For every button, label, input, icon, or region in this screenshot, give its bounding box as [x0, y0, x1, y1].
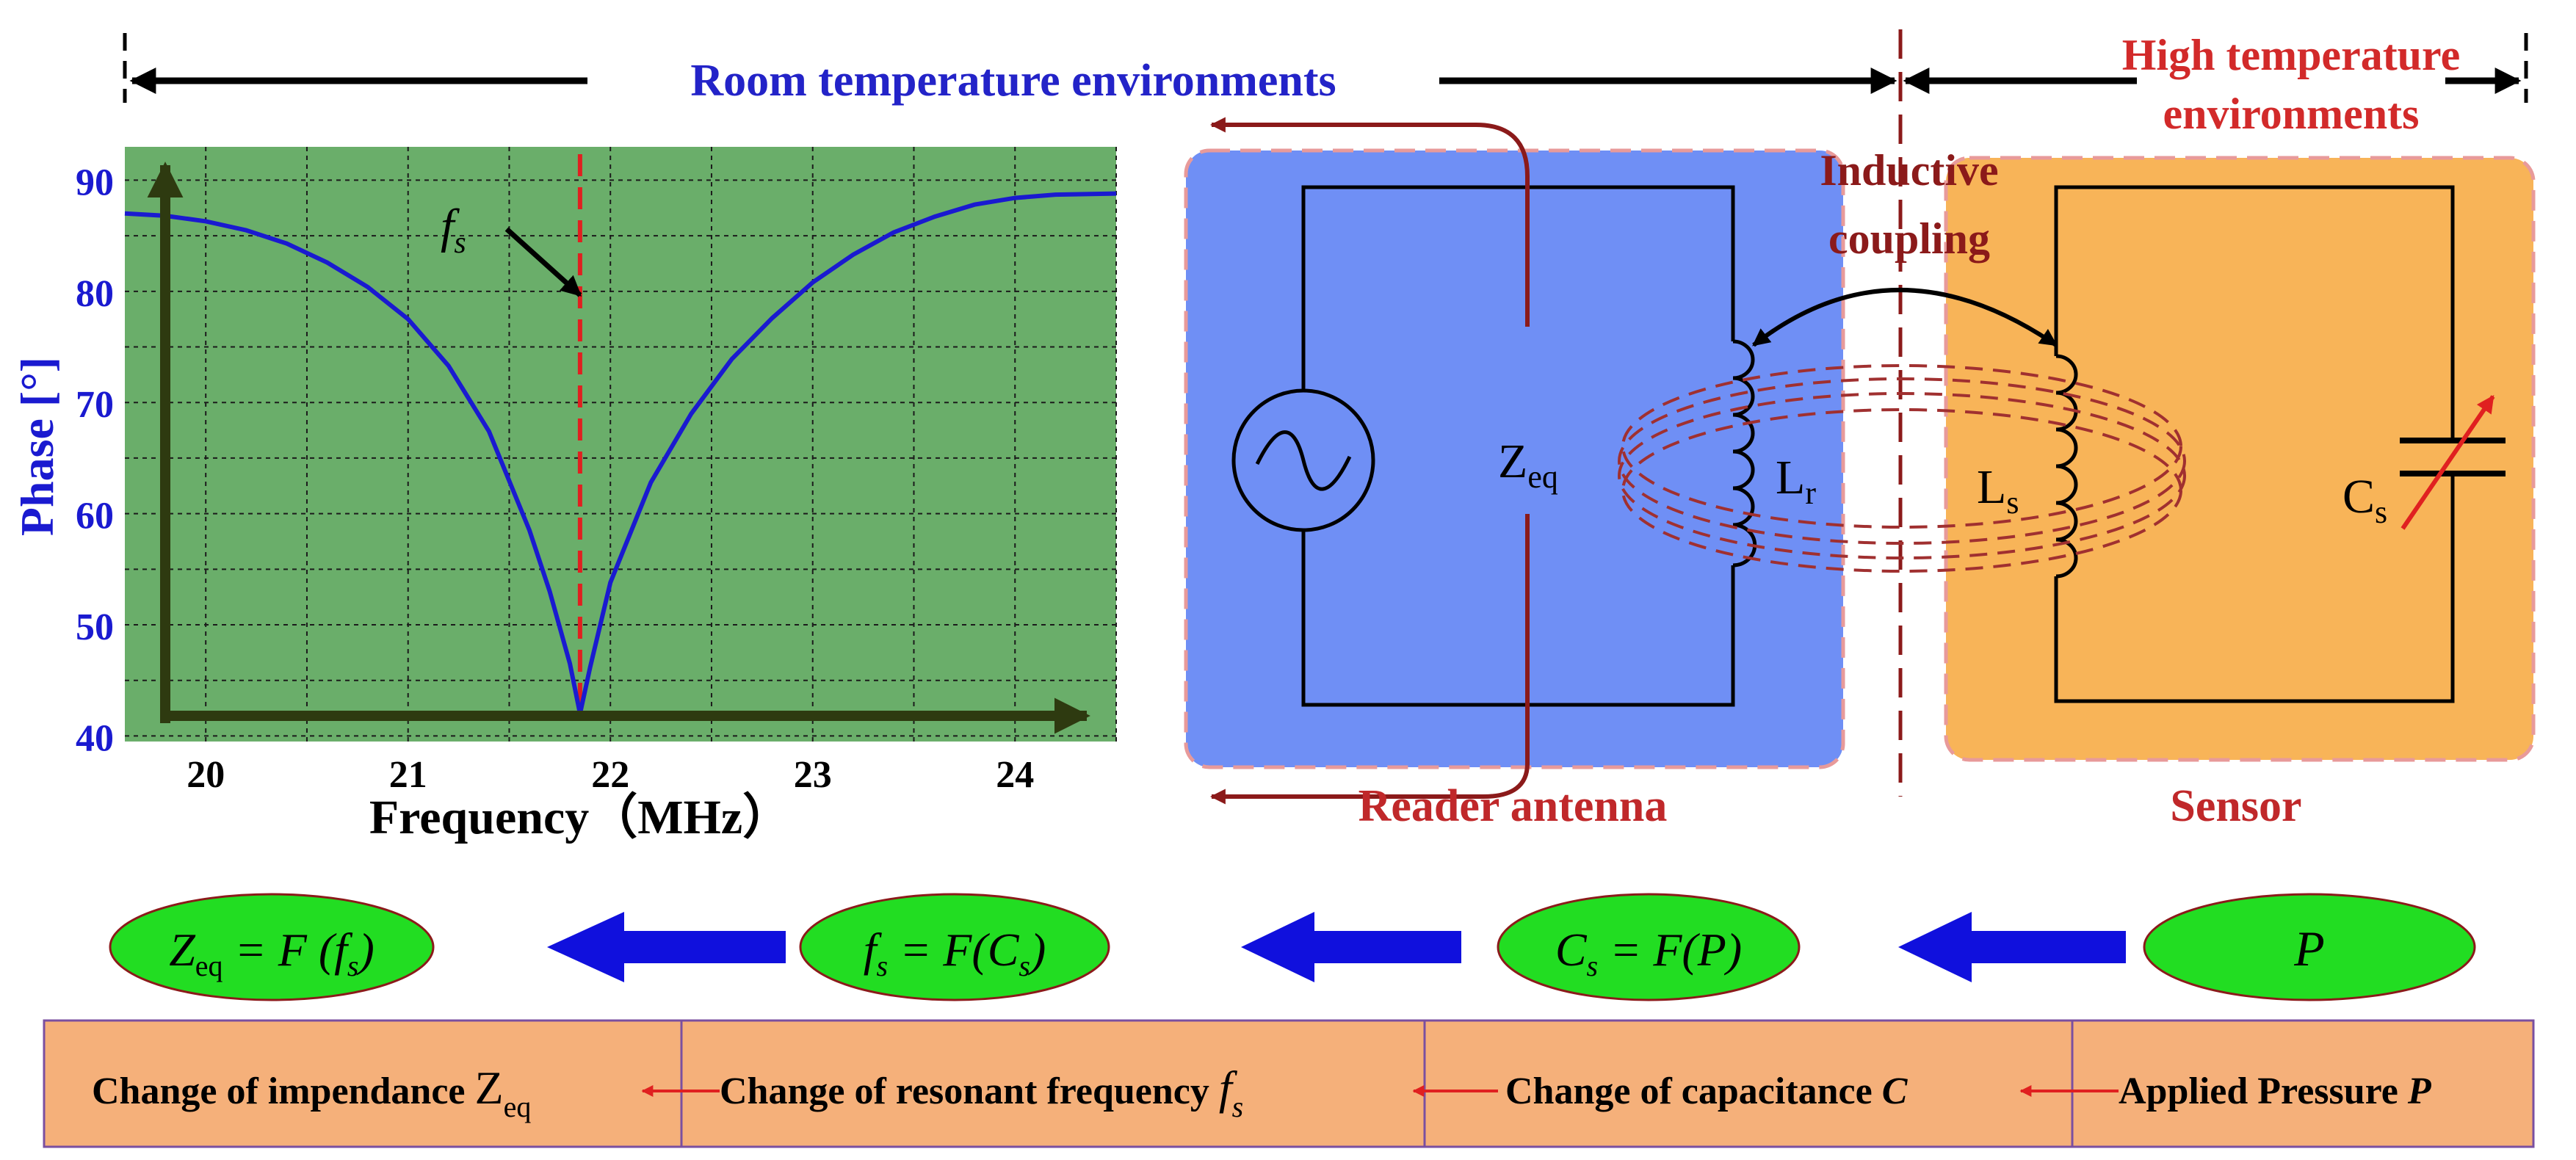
svg-text:P: P [2293, 921, 2325, 976]
high-temperature-label-1: High temperature [2122, 31, 2460, 79]
zeq-loop-arrow [1209, 756, 1530, 805]
bottom-bar: Change of impendance Zeq Change of reson… [43, 1019, 2535, 1148]
magnetic-field-rings [1618, 364, 2186, 573]
sensor-coil-ls [2055, 354, 2078, 579]
ac-sine-icon [1255, 430, 1352, 491]
x-tick-label: 21 [389, 754, 427, 796]
y-tick-label: 40 [76, 717, 114, 759]
flow-ellipse-p: P [2143, 893, 2476, 1001]
flow-ellipse-fs: fs = F(Cs) [799, 893, 1110, 1001]
reader-antenna-box [1184, 148, 1845, 769]
flow-arrow-icon-2 [1241, 912, 1461, 982]
bar-cell-pressure: Applied Pressure P [2119, 1070, 2432, 1112]
ac-source [1231, 388, 1375, 532]
y-tick-label: 50 [76, 606, 114, 648]
x-tick-label: 20 [187, 754, 225, 796]
sensor-box [1944, 156, 2536, 762]
phase-chart: 90 80 70 60 50 40 20 21 22 23 24 Phase [°] Freque… [11, 147, 1117, 844]
zeq-label: Zeq [1498, 435, 1558, 495]
reader-wire-top [1301, 185, 1735, 391]
y-tick-label: 70 [76, 384, 114, 426]
flow-arrow-icon-3 [1898, 912, 2126, 982]
lr-label: Lr [1776, 451, 1816, 511]
zeq-loop-arrow-top [1209, 117, 1530, 327]
header: Room temperature environments High tempe… [123, 29, 2528, 797]
flow-row: Zeq = F (fs) fs = F(Cs) Cs = F(P) P [109, 893, 2476, 1001]
y-tick-labels: 90 80 70 60 50 40 [76, 162, 114, 759]
chart-x-label: Frequency（MHz） [369, 790, 791, 844]
bar-cell-capacitance: Change of capacitance C [1505, 1070, 1909, 1112]
bottom-bar-background [43, 1019, 2535, 1148]
svg-text:fs = F(Cs): fs = F(Cs) [864, 924, 1046, 982]
sensor-wire-bottom [2054, 476, 2455, 703]
fs-label-sub: s [454, 226, 466, 260]
y-tick-label: 60 [76, 496, 114, 537]
ls-label: Ls [1977, 460, 2019, 521]
flow-arrow-icon-1 [547, 912, 786, 982]
inductive-coupling-label-2: coupling [1828, 214, 1990, 263]
x-tick-label: 22 [591, 754, 629, 796]
circuit-diagram: Zeq Lr Ls Cs Inductive coupling Reader a… [1184, 117, 2536, 831]
x-tick-label: 23 [794, 754, 832, 796]
cs-label: Cs [2342, 470, 2387, 530]
sensor-label: Sensor [2170, 781, 2301, 831]
x-tick-label: 24 [996, 754, 1034, 796]
room-temperature-label: Room temperature environments [690, 56, 1336, 106]
chart-grid [125, 147, 1117, 742]
phase-curve [124, 191, 1117, 714]
svg-text:Cs = F(P): Cs = F(P) [1555, 924, 1742, 982]
sensor-wire [2054, 185, 2455, 439]
y-tick-label: 90 [76, 162, 114, 203]
high-temperature-label-2: environments [2163, 90, 2420, 138]
flow-ellipse-zeq: Zeq = F (fs) [109, 893, 435, 1001]
fs-pointer-arrow [504, 227, 582, 297]
variable-capacitor-arrow-icon [2400, 395, 2495, 530]
flow-ellipse-cs: Cs = F(P) [1497, 893, 1801, 1001]
reader-antenna-label: Reader antenna [1358, 781, 1668, 831]
svg-text:Zeq = F (fs): Zeq = F (fs) [169, 924, 375, 982]
inductive-coupling-arrow [1752, 288, 2058, 347]
y-tick-label: 80 [76, 273, 114, 315]
bar-cell-impedance: Change of impendance Zeq [92, 1062, 531, 1123]
reader-wire-bottom [1301, 530, 1735, 707]
reader-coil-lr [1732, 339, 1757, 568]
inductive-coupling-label-1: Inductive [1820, 146, 1998, 195]
chart-y-label: Phase [°] [11, 357, 63, 536]
x-tick-labels: 20 21 22 23 24 [187, 754, 1034, 796]
